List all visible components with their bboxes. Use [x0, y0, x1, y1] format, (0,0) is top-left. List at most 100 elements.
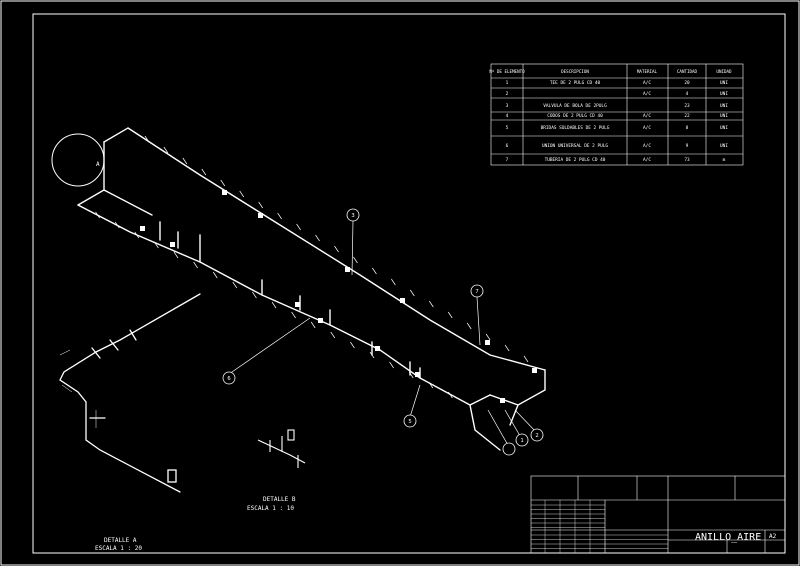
detail-circle-label: A: [96, 161, 100, 168]
bom-cell: TUBERIA DE 2 PULG CD 40: [545, 157, 606, 163]
bom-cell: A/C: [643, 125, 651, 131]
bom-cell: 4: [686, 91, 689, 97]
dimension-tick: [182, 157, 188, 165]
dimension-tick: [212, 271, 218, 279]
callout-balloon: [530, 428, 544, 442]
dimension-tick: [410, 289, 415, 297]
bom-cell: 73: [684, 157, 690, 163]
bom-cell: UNI: [720, 125, 728, 131]
bom-cell: UNI: [720, 103, 728, 109]
callout-balloon: [515, 433, 529, 447]
title-block: [530, 475, 786, 554]
dimension-tick: [350, 341, 355, 349]
dimension-tick: [315, 234, 320, 242]
detail-a-circle: [51, 133, 105, 187]
bom-cell: UNION UNIVERSAL DE 2 PULG: [542, 143, 608, 149]
callout-balloon: [470, 284, 484, 298]
dimension-tick: [447, 311, 453, 319]
bom-cell: UNI: [720, 113, 728, 119]
bom-header-cell: CANTIDAD: [677, 69, 698, 74]
dimension-tick: [428, 300, 434, 308]
callout-balloon: [403, 414, 417, 428]
bom-cell: 22: [684, 113, 690, 119]
detail-a-scale: ESCALA 1 : 20: [95, 545, 142, 552]
bom-cell: 2: [506, 91, 509, 97]
bom-cell: 6: [506, 143, 509, 149]
dimension-tick: [258, 201, 263, 209]
bom-cell: 20: [684, 80, 690, 86]
dimension-tick: [277, 212, 282, 220]
sheet-size: A2: [769, 533, 777, 540]
bom-cell: 3: [506, 103, 509, 109]
dimension-tick: [239, 190, 245, 198]
bom-cell: A/C: [643, 113, 651, 119]
dimension-tick: [389, 361, 394, 369]
bom-cell: A/C: [643, 91, 651, 97]
dimension-tick: [220, 179, 226, 187]
dimension-tick: [201, 168, 207, 176]
dimension-tick: [134, 231, 140, 239]
dimension-tick: [504, 344, 510, 352]
bom-header-cell: UNIDAD: [716, 69, 732, 74]
bom-cell: UNI: [720, 143, 728, 149]
dimension-tick: [391, 278, 396, 286]
callout-number: 3: [351, 213, 354, 219]
dimension-tick: [466, 322, 472, 330]
detail-a-title: DETALLE A: [104, 537, 137, 544]
dimension-marks: [95, 135, 529, 399]
dimension-tick: [144, 135, 150, 143]
dimension-tick: [408, 371, 414, 379]
dimension-tick: [173, 251, 179, 259]
callout-balloon: [502, 442, 516, 456]
dimension-tick: [252, 291, 257, 299]
callout-leaders: [228, 220, 538, 448]
detail-b-scale: ESCALA 1 : 10: [247, 505, 294, 512]
dimension-tick: [114, 221, 120, 229]
drawing-frame: [32, 13, 786, 554]
callout-number: 2: [535, 433, 538, 439]
bom-cell: BRIDAS SOLDABLES DE 2 PULG: [541, 125, 610, 131]
bom-cell: CODOS DE 2 PULG CD 40: [547, 113, 603, 119]
bom-cell: 8: [686, 125, 689, 131]
dimension-tick: [310, 321, 316, 329]
bom-cell: 5: [506, 125, 509, 131]
dimension-tick: [95, 211, 100, 219]
dimension-tick: [448, 391, 453, 399]
bom-cell: 1: [506, 80, 509, 86]
bom-cell: m: [723, 158, 726, 163]
bom-cell: A/C: [643, 80, 651, 86]
callout-number: 6: [227, 376, 230, 382]
dimension-tick: [271, 301, 277, 309]
dimension-tick: [523, 355, 529, 363]
bom-cell: 7: [506, 157, 509, 163]
detail-a-dimensions: [59, 349, 97, 428]
dimension-tick: [154, 241, 159, 249]
dimension-tick: [163, 146, 169, 154]
valve-markers: [140, 190, 537, 403]
dimension-tick: [193, 261, 198, 269]
bom-cell: A/C: [643, 157, 651, 163]
bom-header-cell: DESCRIPCION: [561, 69, 589, 74]
title-block-grid: [531, 500, 668, 553]
callout-number: 1: [520, 438, 523, 444]
detail-a-drawing: [59, 293, 201, 493]
bom-cell: VALVULA DE BOLA DE 2PULG: [543, 103, 607, 109]
bom-cell: UNI: [720, 80, 728, 86]
dimension-tick: [334, 245, 339, 253]
detail-b-title: DETALLE B: [263, 496, 296, 503]
dimension-tick: [372, 267, 377, 275]
dimension-tick: [330, 331, 336, 339]
bom-cell: UNI: [720, 91, 728, 97]
dimension-tick: [291, 311, 296, 319]
callout-number: 5: [408, 419, 411, 425]
dimension-tick: [353, 256, 358, 264]
dimension-tick: [428, 381, 434, 389]
bom-cell: 4: [506, 113, 509, 119]
dimension-tick: [296, 223, 301, 231]
bom-header-cell: Nº DE ELEMENTO: [489, 69, 525, 74]
callout-balloon: [222, 371, 236, 385]
